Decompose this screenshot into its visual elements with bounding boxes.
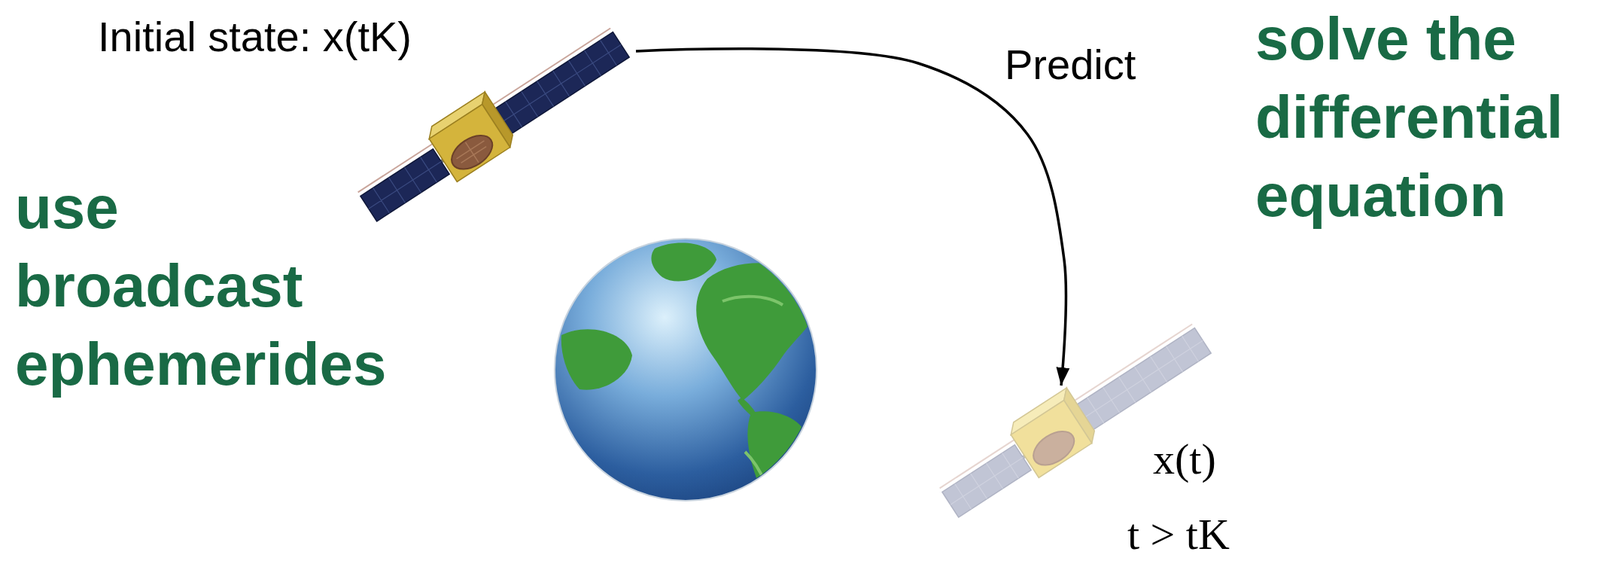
prediction-arrow xyxy=(635,48,1066,386)
satellite-predicted-node: x(t) t > tK xyxy=(1015,387,1280,563)
label-holder: use broadcast ephemerides xyxy=(15,168,387,404)
label-holder: solve the differential equation xyxy=(1255,0,1587,235)
edge-label: Predict xyxy=(1001,39,1139,90)
satellite-predicted xyxy=(931,311,1217,527)
note-label: use broadcast ephemerides xyxy=(15,168,387,404)
note-label: solve the differential equation xyxy=(1255,0,1587,235)
satellite-initial-node: Initial state: x(tK) xyxy=(97,11,634,211)
time-label: t > tK xyxy=(1127,507,1230,561)
earth xyxy=(554,238,819,501)
state-label: x(t) xyxy=(1152,432,1217,486)
state-label: Initial state: x(tK) xyxy=(97,11,412,62)
edge-label-holder: Predict xyxy=(1001,39,1139,90)
